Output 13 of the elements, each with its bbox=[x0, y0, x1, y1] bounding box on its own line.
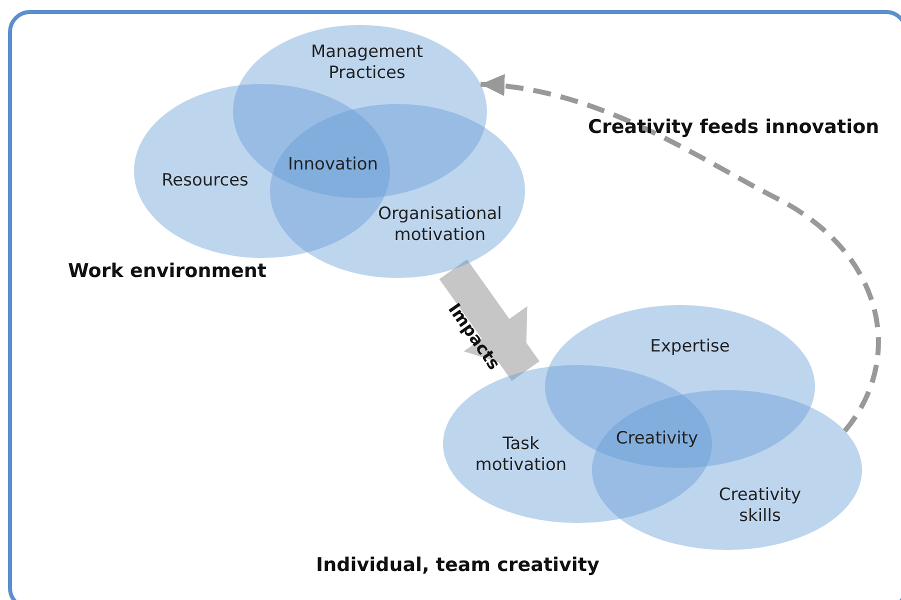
group-heading: Individual, team creativity bbox=[316, 554, 600, 576]
ellipse-label: Resources bbox=[160, 170, 250, 192]
ellipse-label: Task motivation bbox=[474, 434, 568, 476]
group-heading: Work environment bbox=[68, 260, 267, 282]
ellipse-label: Organisational motivation bbox=[377, 204, 503, 246]
dashed-arrow bbox=[480, 75, 881, 432]
ellipse-label: Creativity skills bbox=[718, 485, 802, 527]
overlap-label: Innovation bbox=[278, 154, 388, 176]
overlap-label: Creativity bbox=[602, 428, 712, 450]
ellipse-label: Management Practices bbox=[310, 42, 424, 84]
ellipse-label: Expertise bbox=[649, 336, 731, 358]
block-arrow bbox=[439, 259, 540, 381]
edge-label: Creativity feeds innovation bbox=[588, 116, 880, 138]
